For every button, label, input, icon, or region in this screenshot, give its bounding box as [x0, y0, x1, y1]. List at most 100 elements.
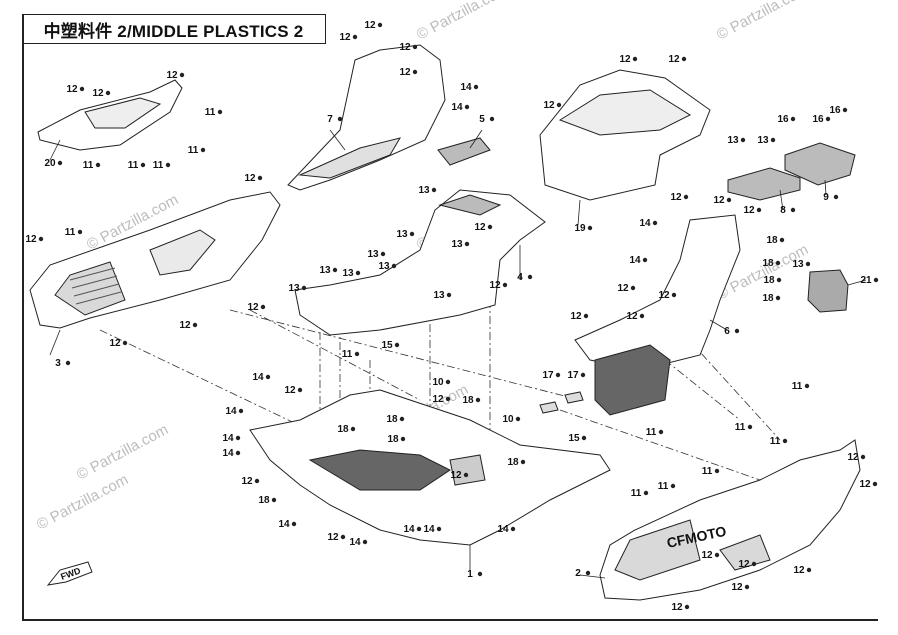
callout-number: 12 [658, 290, 670, 301]
callout-number: 12 [244, 173, 256, 184]
fastener-dot [502, 282, 508, 288]
callout-number: 12 [668, 54, 680, 65]
fastener-dot [642, 257, 648, 263]
callout-number: 14 [222, 448, 234, 459]
callout-number: 11 [646, 427, 657, 438]
callout-number: 12 [179, 320, 191, 331]
fastener-dot [301, 285, 307, 291]
part-21-bracket [807, 269, 849, 313]
fwd-arrow: FWD [46, 561, 93, 586]
callout-number: 13 [433, 290, 445, 301]
part-3-left-side-panel [29, 191, 281, 329]
fastener-dot [658, 429, 664, 435]
fastener-dot [639, 313, 645, 319]
callout-number: 19 [574, 223, 586, 234]
fastener-dot [581, 435, 587, 441]
fastener-dot [105, 90, 111, 96]
fastener-dot [436, 526, 442, 532]
fastener-dot [805, 261, 811, 267]
fastener-dot [297, 387, 303, 393]
callout-number: 16 [829, 105, 841, 116]
fastener-dot [556, 102, 562, 108]
part-19-storage-bin [539, 69, 711, 201]
callout-number: 14 [451, 102, 463, 113]
fastener-dot [271, 497, 277, 503]
callout-number: 6 [724, 326, 730, 337]
callout-number: 7 [327, 114, 333, 125]
fastener-dot [475, 397, 481, 403]
part-5-cover [437, 137, 491, 166]
callout-number: 12 [847, 452, 859, 463]
callout-number: 14 [222, 433, 234, 444]
fastener-dot [681, 56, 687, 62]
part-9-pad [784, 142, 856, 186]
fastener-dot [580, 372, 586, 378]
fastener-dot [510, 526, 516, 532]
fastener-dot [473, 84, 479, 90]
callout-number: 11 [735, 422, 746, 433]
fastener-dot [200, 147, 206, 153]
fastener-dot [756, 207, 762, 213]
callout-number: 14 [403, 524, 415, 535]
fastener-dot [520, 459, 526, 465]
callout-number: 12 [166, 70, 178, 81]
callout-number: 12 [570, 311, 582, 322]
fastener-dot [804, 383, 810, 389]
callout-number: 12 [284, 385, 296, 396]
fastener-dot [643, 490, 649, 496]
callout-number: 12 [617, 283, 629, 294]
callout-number: 18 [762, 293, 774, 304]
callout-number: 14 [497, 524, 509, 535]
fastener-dot [776, 277, 782, 283]
fastener-dot [79, 86, 85, 92]
fastener-dot [747, 424, 753, 430]
callout-number: 11 [702, 466, 713, 477]
callout-number: 14 [423, 524, 435, 535]
diagram-title: 中塑料件 2/MIDDLE PLASTICS 2 [22, 14, 326, 44]
fastener-dot [833, 194, 839, 200]
fastener-dot [254, 478, 260, 484]
callout-number: 13 [418, 185, 430, 196]
callout-number: 5 [479, 114, 485, 125]
watermark-text: © Partzilla.com [414, 0, 511, 44]
fastener-dot [684, 604, 690, 610]
callout-number: 14 [460, 82, 472, 93]
callout-number: 12 [339, 32, 351, 43]
fastener-dot [477, 571, 483, 577]
callout-number: 18 [763, 275, 775, 286]
fastener-dot [412, 69, 418, 75]
callout-number: 18 [337, 424, 349, 435]
callout-number: 12 [399, 42, 411, 53]
callout-number: 16 [812, 114, 824, 125]
fastener-dot [587, 225, 593, 231]
fastener-dot [65, 360, 71, 366]
fastener-dot [872, 481, 878, 487]
callout-number: 8 [780, 205, 786, 216]
fastener-dot [179, 72, 185, 78]
fastener-dot [291, 521, 297, 527]
fastener-dot [399, 416, 405, 422]
callout-number: 11 [792, 381, 803, 392]
callout-number: 2 [575, 568, 581, 579]
callout-number: 12 [432, 394, 444, 405]
callout-number: 20 [44, 158, 56, 169]
fastener-dot [714, 468, 720, 474]
part-6-rear-panel [574, 214, 741, 416]
callout-number: 13 [378, 261, 390, 272]
fastener-dot [355, 270, 361, 276]
leader-lines [49, 129, 867, 579]
fastener-dot [751, 561, 757, 567]
fastener-dot [744, 584, 750, 590]
callout-number: 18 [507, 457, 519, 468]
callout-number: 12 [474, 222, 486, 233]
callout-number: 12 [241, 476, 253, 487]
callout-number: 12 [327, 532, 339, 543]
callout-number: 12 [738, 559, 750, 570]
callout-number: 12 [731, 582, 743, 593]
fastener-dot [412, 44, 418, 50]
fastener-dot [464, 241, 470, 247]
fastener-dot [57, 160, 63, 166]
callout-number: 12 [743, 205, 755, 216]
callout-number: 13 [727, 135, 739, 146]
